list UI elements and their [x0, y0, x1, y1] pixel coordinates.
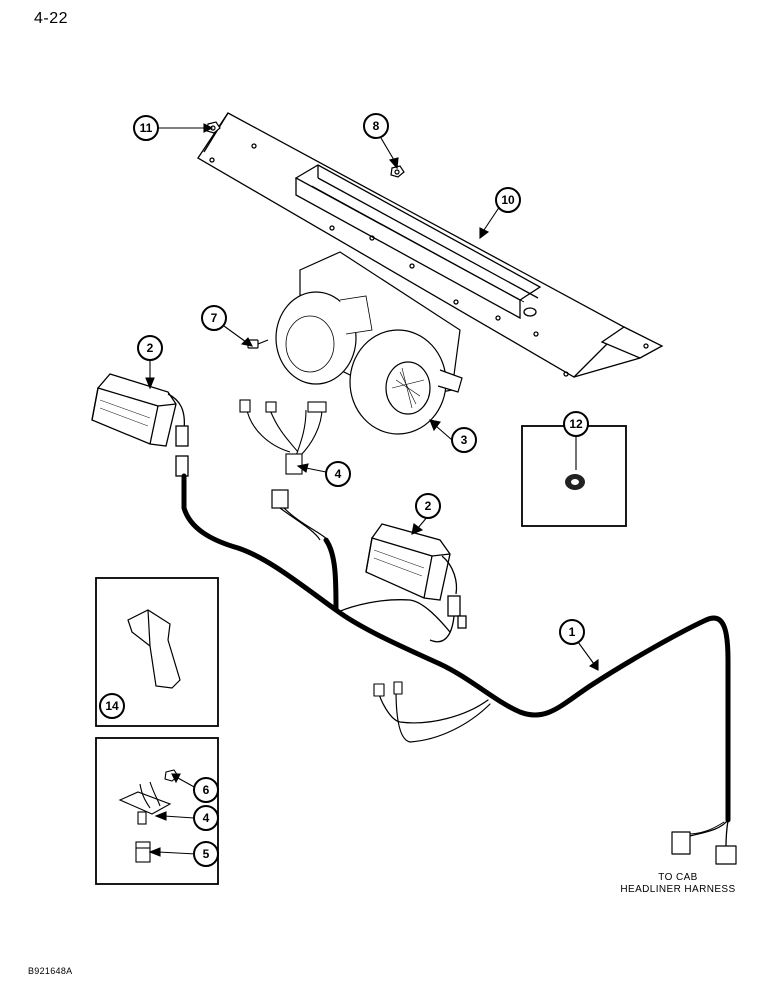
- inset-grommet: [521, 425, 627, 527]
- svg-text:4: 4: [335, 467, 342, 481]
- svg-text:14: 14: [105, 699, 119, 713]
- callout-11: 11: [133, 115, 159, 141]
- harness-note-line1: TO CAB: [658, 872, 698, 883]
- svg-text:6: 6: [203, 783, 210, 797]
- harness-note-line2: HEADLINER HARNESS: [620, 884, 736, 895]
- callout-14: 14: [99, 693, 125, 719]
- relay-module-left: [91, 373, 189, 477]
- callout-2-right: 2: [415, 493, 441, 519]
- svg-text:5: 5: [203, 847, 210, 861]
- svg-text:1: 1: [569, 625, 576, 639]
- callout-12: 12: [563, 411, 589, 437]
- callout-8: 8: [363, 113, 389, 139]
- svg-text:2: 2: [147, 341, 154, 355]
- main-wire-harness: [181, 473, 737, 865]
- leader-lines: [145, 123, 599, 857]
- mounting-plate: [197, 112, 664, 378]
- blower-assembly: [275, 251, 463, 435]
- callout-3: 3: [451, 427, 477, 453]
- resistor: [239, 399, 327, 475]
- callout-2-left: 2: [137, 335, 163, 361]
- page-number: 4-22: [34, 10, 69, 27]
- svg-text:11: 11: [140, 121, 153, 135]
- harness-note: TO CAB HEADLINER HARNESS: [598, 872, 758, 896]
- svg-text:7: 7: [211, 311, 218, 325]
- svg-text:2: 2: [425, 499, 432, 513]
- callout-10: 10: [495, 187, 521, 213]
- callout-7: 7: [201, 305, 227, 331]
- svg-text:12: 12: [569, 417, 583, 431]
- callout-5: 5: [193, 841, 219, 867]
- svg-text:10: 10: [501, 193, 515, 207]
- relay-module-right: [365, 523, 467, 643]
- callout-6: 6: [193, 777, 219, 803]
- callout-4-inset: 4: [193, 805, 219, 831]
- svg-text:3: 3: [461, 433, 468, 447]
- svg-text:8: 8: [373, 119, 380, 133]
- connector-resistor: [271, 489, 329, 541]
- callout-1: 1: [559, 619, 585, 645]
- nut-8: [390, 165, 405, 178]
- figure-code: B921648A: [28, 966, 73, 976]
- svg-text:4: 4: [203, 811, 210, 825]
- callout-4-top: 4: [325, 461, 351, 487]
